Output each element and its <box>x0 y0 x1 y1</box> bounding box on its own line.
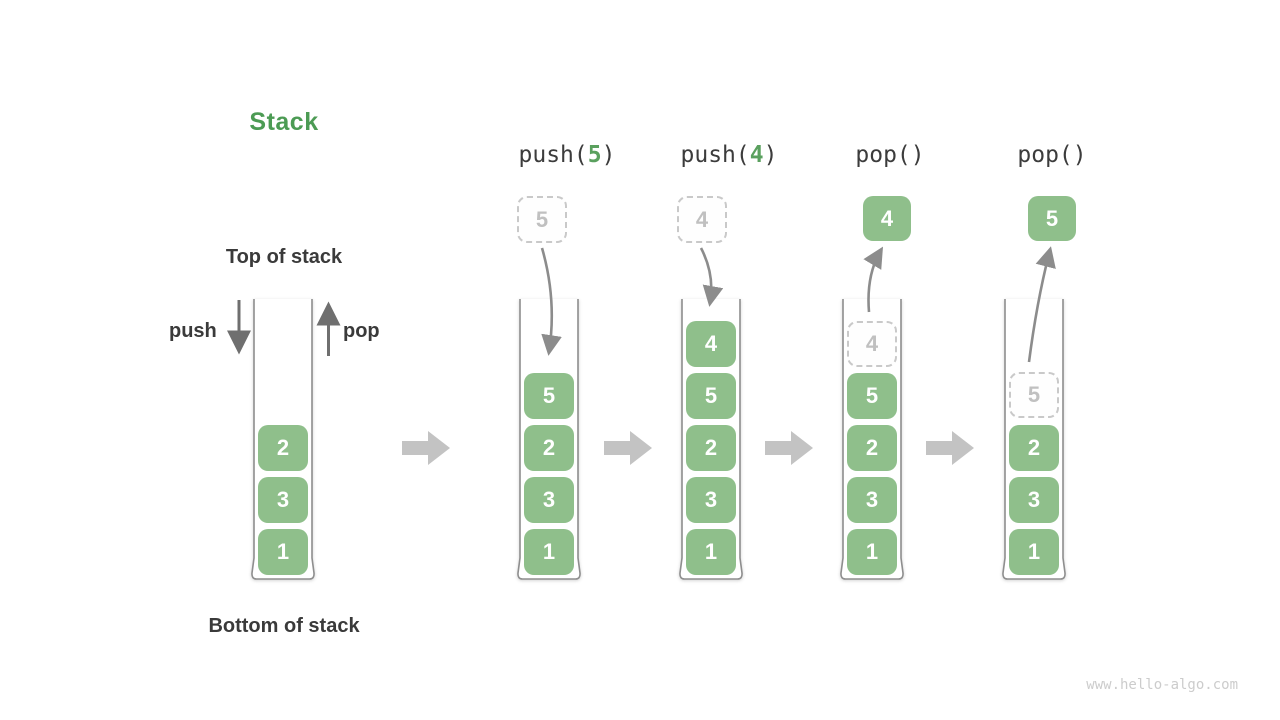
op-text: ) <box>910 142 925 168</box>
stack-block: 3 <box>1009 477 1059 523</box>
stack-block: 5 <box>847 373 897 419</box>
op-text: pop( <box>855 142 911 168</box>
op-push-4-label: push(4) <box>681 142 778 168</box>
op-text: push( <box>518 142 588 168</box>
popped-block: 4 <box>863 196 911 241</box>
stack-block: 3 <box>847 477 897 523</box>
incoming-ghost-block: 4 <box>677 196 727 243</box>
stack-block: 1 <box>686 529 736 575</box>
op-arg: 5 <box>587 142 602 168</box>
op-text: ) <box>1072 142 1087 168</box>
stack-block: 2 <box>1009 425 1059 471</box>
next-state-arrow <box>604 431 652 465</box>
popped-block: 5 <box>1028 196 1076 241</box>
push-4-curve-arrow <box>699 247 724 307</box>
stack-block: 3 <box>686 477 736 523</box>
removed-ghost-block: 5 <box>1009 372 1059 418</box>
watermark: www.hello-algo.com <box>1086 677 1238 693</box>
top-of-stack-label: Top of stack <box>225 246 343 268</box>
stack-block: 1 <box>847 529 897 575</box>
next-state-arrow <box>402 431 450 465</box>
stack-block: 1 <box>258 529 308 575</box>
stack-block: 2 <box>524 425 574 471</box>
stack-block: 2 <box>258 425 308 471</box>
stack-block: 1 <box>524 529 574 575</box>
bottom-of-stack-label: Bottom of stack <box>208 615 360 637</box>
incoming-ghost-block: 5 <box>517 196 567 243</box>
push-label: push <box>169 320 217 342</box>
next-state-arrow <box>765 431 813 465</box>
stack-block: 2 <box>847 425 897 471</box>
op-pop-1-label: pop() <box>855 142 924 168</box>
stack-block: 2 <box>686 425 736 471</box>
op-arg: 4 <box>749 142 764 168</box>
op-push-5-label: push(5) <box>519 142 616 168</box>
op-text: ) <box>763 142 778 168</box>
pop-label: pop <box>343 320 380 342</box>
op-text: push( <box>680 142 750 168</box>
stack-block: 4 <box>686 321 736 367</box>
op-text: pop( <box>1017 142 1073 168</box>
op-text: ) <box>601 142 616 168</box>
op-pop-2-label: pop() <box>1017 142 1086 168</box>
stack-block: 5 <box>686 373 736 419</box>
stack-block: 3 <box>524 477 574 523</box>
page-title: Stack <box>249 108 319 136</box>
stack-block: 3 <box>258 477 308 523</box>
stack-block: 5 <box>524 373 574 419</box>
next-state-arrow <box>926 431 974 465</box>
removed-ghost-block: 4 <box>847 321 897 367</box>
stack-block: 1 <box>1009 529 1059 575</box>
